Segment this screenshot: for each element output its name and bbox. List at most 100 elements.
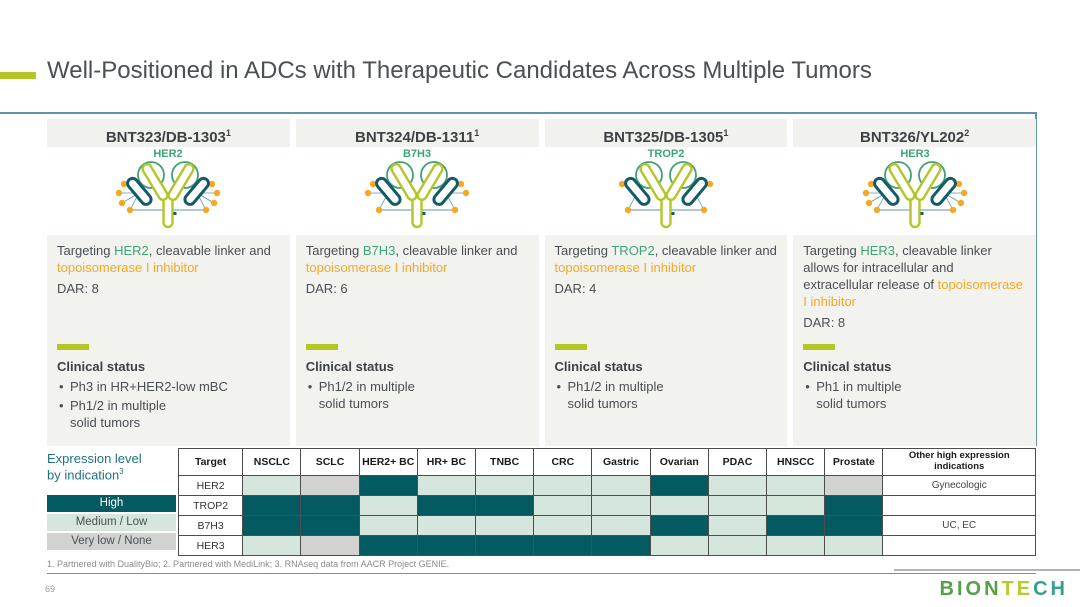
her2-antibody-graphic: HER2 bbox=[116, 148, 221, 229]
divider-dash bbox=[554, 344, 587, 350]
targeting-prefix: Targeting bbox=[57, 243, 115, 258]
candidate-details: Targeting B7H3, cleavable linker and top… bbox=[295, 235, 539, 446]
expression-cell-medium bbox=[766, 535, 826, 556]
targeting-prefix: Targeting bbox=[803, 243, 861, 258]
candidate-column-bnt325: BNT325/DB-13051 TROP2 Targeting TROP2, c… bbox=[544, 119, 788, 446]
expression-table-row: TROP2 bbox=[177, 495, 1036, 516]
expression-legend-title: Expression level by indication3 bbox=[47, 451, 176, 484]
divider-dash bbox=[305, 344, 338, 350]
expression-cell-medium bbox=[533, 495, 593, 516]
svg-text:B7H3: B7H3 bbox=[403, 148, 431, 160]
expression-cell-high bbox=[649, 515, 709, 536]
svg-text:HER3: HER3 bbox=[900, 148, 929, 160]
payload-name: topoisomerase I inhibitor bbox=[57, 259, 199, 275]
slide-title: Well-Positioned in ADCs with Therapeutic… bbox=[47, 57, 872, 84]
logo-segment: CH bbox=[1033, 578, 1068, 600]
trop2-antibody-graphic: TROP2 bbox=[618, 148, 714, 229]
candidate-name: BNT323/DB-13031 bbox=[47, 119, 290, 147]
candidate-columns: BNT323/DB-13031 HER2 Targeting HER2, cle… bbox=[47, 119, 1036, 446]
footnote-marker: 1 bbox=[225, 128, 231, 138]
expression-cell-high bbox=[416, 495, 477, 516]
adc-antibody-icon: TROP2 bbox=[544, 147, 788, 235]
clinical-bullet: Ph1/2 in multiple solid tumors bbox=[306, 379, 529, 413]
target-name: HER2 bbox=[114, 243, 149, 258]
her3-antibody-graphic: HER3 bbox=[862, 148, 967, 229]
expression-cell-medium bbox=[824, 535, 884, 556]
payload-name: topoisomerase I inhibitor bbox=[305, 259, 448, 275]
header-rule bbox=[0, 112, 1037, 114]
candidate-details: Targeting TROP2, cleavable linker and to… bbox=[544, 235, 788, 446]
right-edge-rule bbox=[1035, 112, 1037, 446]
expression-cell-high bbox=[242, 495, 302, 516]
target-name: HER3 bbox=[860, 243, 896, 258]
expression-cell-medium bbox=[475, 475, 535, 496]
legend-title-line1: Expression level bbox=[47, 451, 142, 466]
footnote-marker: 2 bbox=[964, 128, 970, 138]
adc-antibody-icon: HER3 bbox=[793, 147, 1036, 235]
table-header-cell: Target bbox=[177, 448, 244, 476]
expression-cell-high bbox=[475, 535, 535, 556]
targeting-block: Targeting HER2, cleavable linker and top… bbox=[57, 243, 280, 340]
clinical-bullet: Ph1/2 in multiple solid tumors bbox=[555, 379, 778, 413]
expression-cell-high bbox=[533, 535, 593, 556]
footnote-marker: 1 bbox=[474, 128, 480, 138]
expression-cell-high bbox=[766, 515, 826, 536]
title-accent-dash bbox=[0, 72, 36, 79]
footnote-rule bbox=[47, 573, 1036, 574]
target-name: B7H3 bbox=[362, 243, 396, 258]
payload-name: topoisomerase I inhibitor bbox=[803, 276, 1023, 309]
targeting-text: Targeting TROP2, cleavable linker and to… bbox=[555, 243, 778, 277]
candidate-name-text: BNT325/DB-1305 bbox=[603, 129, 724, 146]
legend-chip-medium: Medium / Low bbox=[47, 513, 176, 531]
logo-segment: TE bbox=[1001, 578, 1034, 600]
expression-cell-medium bbox=[707, 515, 768, 536]
expression-cell-high bbox=[649, 475, 709, 496]
divider-dash bbox=[57, 344, 89, 350]
expression-cell-medium bbox=[533, 515, 593, 536]
table-header-cell: Other high expression indications bbox=[882, 448, 1036, 476]
expression-cell-high bbox=[300, 515, 360, 536]
expression-cell-medium bbox=[766, 495, 826, 516]
divider-dash bbox=[803, 344, 836, 350]
clinical-bullets: Ph1/2 in multiple solid tumors bbox=[306, 379, 529, 413]
legend-title-line2: by indication bbox=[47, 467, 120, 483]
dar-value: DAR: 8 bbox=[803, 314, 846, 330]
table-header-cell: NSCLC bbox=[242, 448, 302, 476]
expression-cell-high bbox=[300, 495, 360, 516]
expression-cell-high bbox=[358, 535, 418, 556]
clinical-status-heading: Clinical status bbox=[803, 359, 892, 374]
targeting-mid: , cleavable linker and bbox=[395, 243, 518, 258]
targeting-block: Targeting HER3, cleavable linker allows … bbox=[803, 243, 1026, 340]
candidate-name: BNT326/YL2022 bbox=[793, 119, 1036, 147]
expression-cell-medium bbox=[475, 515, 535, 536]
svg-text:TROP2: TROP2 bbox=[648, 148, 685, 160]
expression-cell-medium bbox=[591, 495, 651, 516]
expression-cell-high bbox=[358, 475, 418, 496]
expression-cell-medium bbox=[707, 475, 768, 496]
expression-cell-high bbox=[824, 515, 884, 536]
expression-cell-medium bbox=[707, 495, 768, 516]
dar-value: DAR: 6 bbox=[305, 280, 348, 296]
payload-name: topoisomerase I inhibitor bbox=[554, 259, 697, 275]
expression-cell-none bbox=[300, 475, 360, 496]
targeting-block: Targeting B7H3, cleavable linker and top… bbox=[306, 243, 529, 340]
expression-cell-medium bbox=[242, 535, 302, 556]
adc-antibody-icon: HER2 bbox=[47, 147, 290, 235]
candidate-details: Targeting HER3, cleavable linker allows … bbox=[793, 235, 1036, 446]
adc-antibody-icon: B7H3 bbox=[295, 147, 539, 235]
expression-cell-medium bbox=[649, 535, 709, 556]
expression-cell-medium bbox=[591, 475, 651, 496]
targeting-mid: , cleavable linker and bbox=[654, 243, 777, 258]
table-header-cell: Ovarian bbox=[649, 448, 709, 476]
expression-cell-medium bbox=[533, 475, 593, 496]
other-indications-cell bbox=[882, 495, 1036, 516]
targeting-text: Targeting HER2, cleavable linker and top… bbox=[57, 243, 280, 277]
targeting-text: Targeting HER3, cleavable linker allows … bbox=[803, 243, 1026, 311]
dar-value: DAR: 8 bbox=[57, 280, 99, 296]
candidate-name-text: BNT326/YL202 bbox=[860, 129, 965, 146]
candidate-name: BNT324/DB-13111 bbox=[295, 119, 539, 147]
